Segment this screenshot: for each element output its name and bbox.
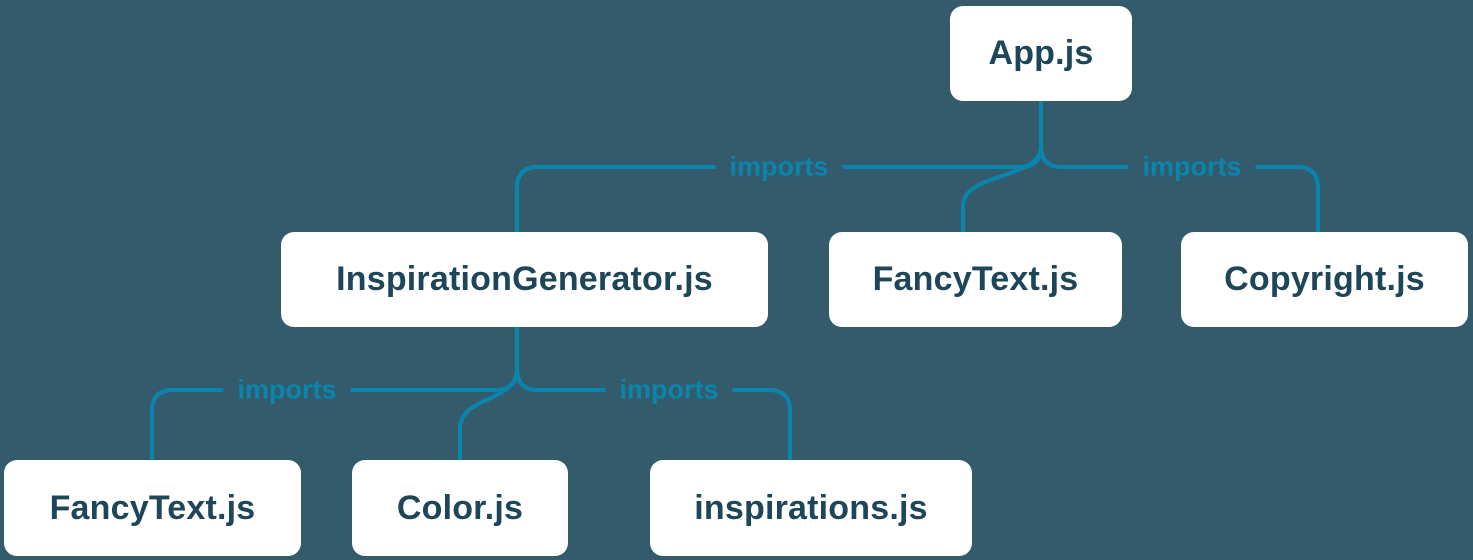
node-copyright-js: Copyright.js (1181, 232, 1468, 327)
node-inspirationgenerator-js-label: InspirationGenerator.js (336, 260, 713, 298)
node-fancytext-js-bottom: FancyText.js (4, 460, 301, 556)
edge-inspirationgenerator-to-color (458, 325, 519, 462)
node-app-js: App.js (950, 6, 1132, 101)
node-inspirations-js: inspirations.js (650, 460, 972, 556)
node-fancytext-js-top-label: FancyText.js (872, 260, 1079, 298)
edge-label-imports-bottom-left: imports (223, 372, 351, 408)
node-fancytext-js-bottom-label: FancyText.js (49, 488, 256, 527)
node-inspirationgenerator-js: InspirationGenerator.js (281, 232, 768, 327)
edge-label-imports-top-right: imports (1128, 149, 1256, 185)
node-color-js-label: Color.js (396, 488, 524, 527)
edge-label-imports-top-left: imports (715, 149, 843, 185)
node-fancytext-js-top: FancyText.js (829, 232, 1122, 327)
node-app-js-label: App.js (988, 34, 1094, 72)
node-color-js: Color.js (352, 460, 568, 556)
edge-label-imports-bottom-right: imports (605, 372, 733, 408)
node-inspirations-js-label: inspirations.js (694, 488, 928, 527)
node-copyright-js-label: Copyright.js (1224, 260, 1425, 298)
